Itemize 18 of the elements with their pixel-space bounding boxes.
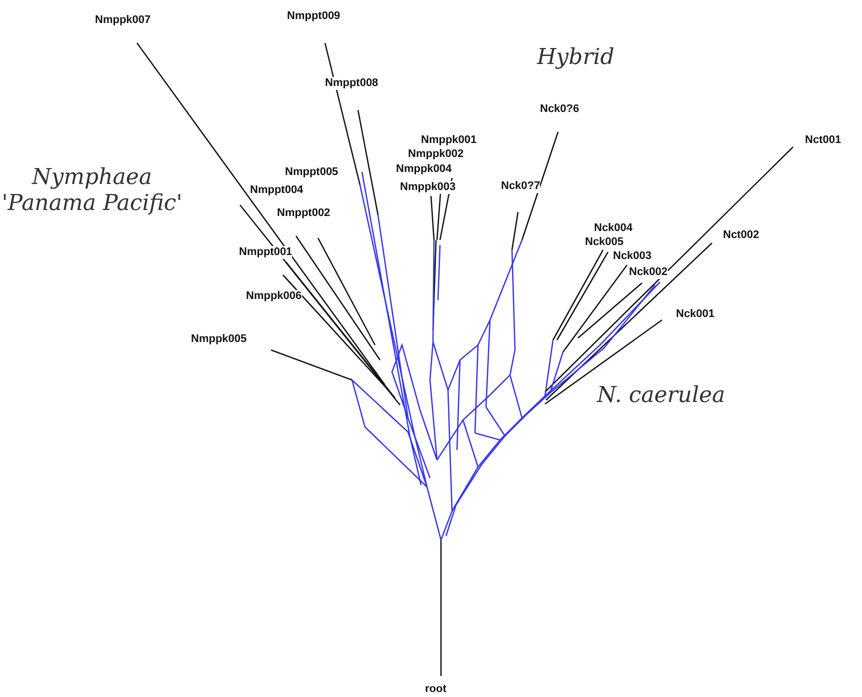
taxon-label: Nmppk005 xyxy=(191,333,247,346)
taxon-label: Nmppt004 xyxy=(250,184,304,197)
group-label: N. caerulea xyxy=(597,383,726,409)
taxon-label: Nmppt002 xyxy=(277,207,330,220)
taxon-label: Nmppk007 xyxy=(95,14,151,27)
taxon-label: Nck002 xyxy=(629,266,668,279)
taxon-label: Nmppk004 xyxy=(396,163,452,176)
taxon-label: Nmppk002 xyxy=(408,148,464,161)
taxon-label: Nmppk006 xyxy=(246,290,302,303)
group-label: Nymphaea 'Panama Pacific' xyxy=(0,165,184,217)
taxon-label: Nmppt005 xyxy=(285,166,338,179)
taxon-label: Nck0?7 xyxy=(501,180,540,193)
taxon-label: Nmppt009 xyxy=(287,10,340,23)
taxon-label: Nmppk001 xyxy=(421,134,477,147)
group-label: Hybrid xyxy=(537,45,614,71)
taxon-label: Nmppt008 xyxy=(325,77,378,90)
taxon-label: Nmppk003 xyxy=(400,181,456,194)
taxon-label: Nmppt001 xyxy=(239,246,292,259)
